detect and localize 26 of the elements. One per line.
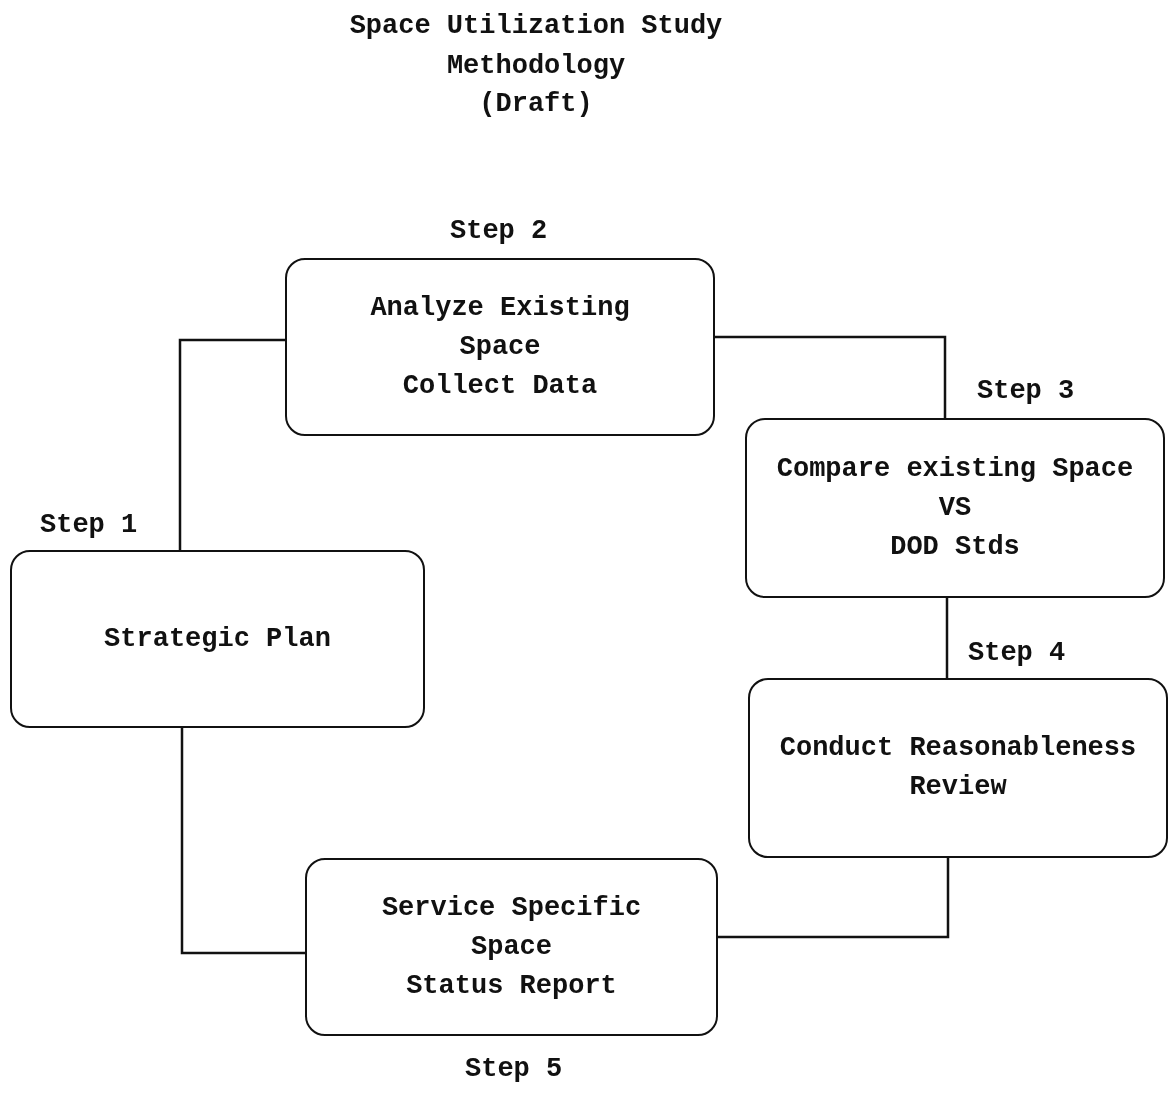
box-text: Compare existing Space [776, 452, 1134, 486]
step-label: Step 5 [465, 1054, 563, 1084]
box-text: VS [938, 491, 972, 525]
box-text: Collect Data [402, 369, 598, 403]
box-text: Conduct Reasonableness Review [778, 732, 1138, 804]
step-label: Step 1 [40, 510, 138, 540]
box-text: Strategic Plan [104, 622, 331, 656]
process-box [745, 418, 1165, 598]
connector-line [180, 728, 305, 955]
connector-line [715, 335, 947, 418]
process-box [10, 550, 425, 728]
step-label: Step 2 [450, 216, 548, 246]
process-box [305, 858, 718, 1036]
label: (Draft) [478, 88, 594, 121]
connector-line [178, 338, 285, 550]
box-text: Status Report [406, 969, 617, 1003]
connector-line [945, 598, 949, 678]
box-text: Service Specific Space [380, 891, 643, 964]
connector-line [718, 858, 950, 939]
step-label: Step 3 [977, 376, 1075, 406]
box-text: DOD Stds [890, 530, 1020, 564]
process-box [748, 678, 1168, 858]
step-label: Step 4 [968, 638, 1066, 668]
box-text: Analyze Existing Space [369, 291, 631, 364]
process-box [285, 258, 715, 436]
title: Space Utilization Study Methodology [348, 10, 724, 83]
